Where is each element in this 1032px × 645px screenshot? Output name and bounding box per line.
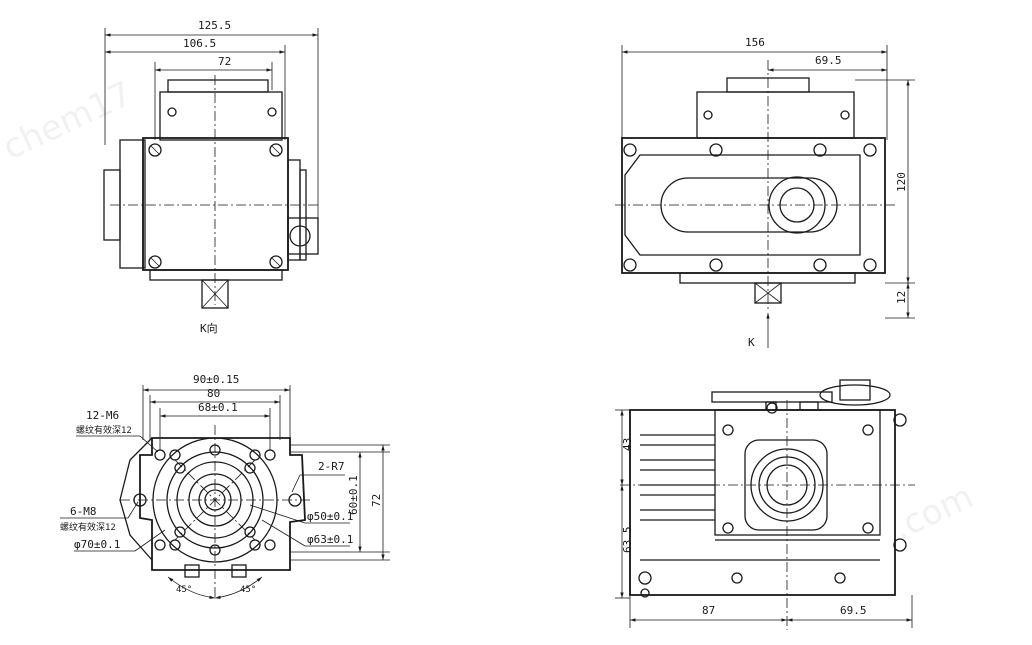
watermark-right: .com [887, 477, 980, 549]
dim-63-5: 63.5 [621, 527, 634, 554]
dim-106-5: 106.5 [183, 37, 216, 50]
dim-156: 156 [745, 36, 765, 49]
dim-80: 80 [207, 387, 220, 400]
watermark-left: chem17 [0, 74, 138, 168]
caption-k-direction: K向 [200, 321, 218, 335]
dim-72: 72 [218, 55, 231, 68]
view-top-left: 125.5 106.5 72 [103, 19, 320, 335]
label-12-m6: 12-M6 [86, 409, 119, 422]
label-phi-50: φ50±0.1 [307, 510, 353, 523]
dim-12: 12 [895, 291, 908, 304]
label-phi-70: φ70±0.1 [74, 538, 120, 551]
dim-43: 43 [621, 438, 634, 451]
dim-60: 60±0.1 [347, 475, 360, 515]
dim-72-v: 72 [370, 494, 383, 507]
view-bottom-right: 43 63.5 87 69.5 [615, 379, 915, 630]
angle-45-right: 45° [240, 585, 256, 595]
dim-87: 87 [702, 604, 715, 617]
dim-68: 68±0.1 [198, 401, 238, 414]
label-thread-depth-2: 螺纹有效深12 [60, 521, 116, 533]
view-top-right: 156 69.5 120 12 [615, 36, 915, 349]
label-2-r7: 2-R7 [318, 460, 345, 473]
dim-69-5-b: 69.5 [840, 604, 867, 617]
label-6-m8: 6-M8 [70, 505, 97, 518]
angle-45-left: 45° [176, 585, 192, 595]
view-bottom-left: 90±0.15 80 68±0.1 [60, 373, 390, 600]
dim-90: 90±0.15 [193, 373, 239, 386]
caption-k: K [748, 336, 755, 349]
label-phi-63: φ63±0.1 [307, 533, 353, 546]
dim-120: 120 [895, 172, 908, 192]
dim-69-5: 69.5 [815, 54, 842, 67]
label-thread-depth-1: 螺纹有效深12 [76, 424, 132, 436]
dim-125-5: 125.5 [198, 19, 231, 32]
